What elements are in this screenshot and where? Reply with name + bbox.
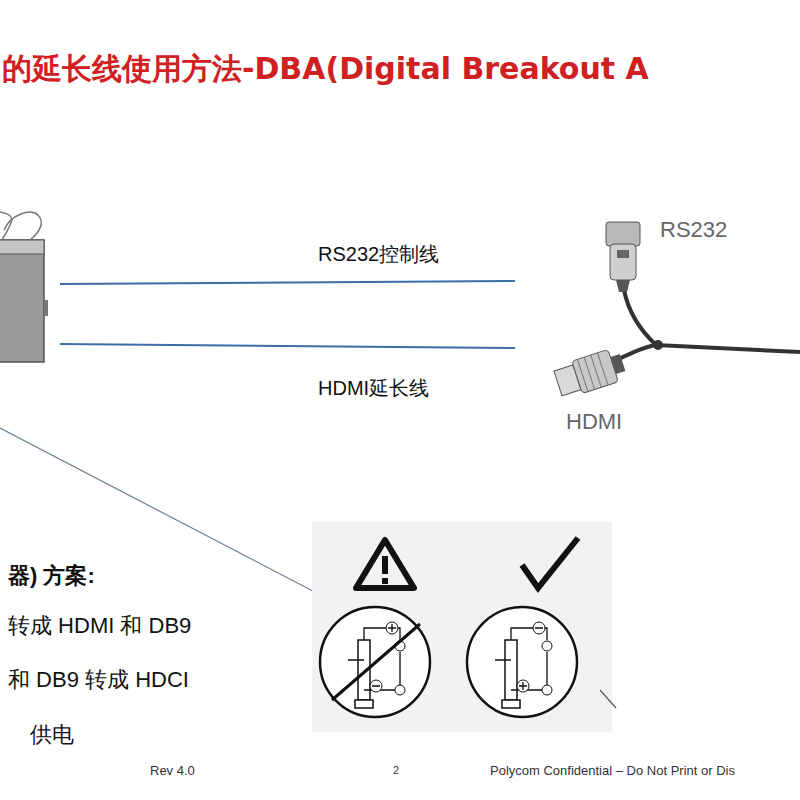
cable-label: HDMI延长线 [318, 377, 429, 400]
connector-label: RS232 [660, 217, 727, 242]
bullet-text: 供电 [30, 722, 74, 747]
hdmi-cable [60, 344, 515, 348]
breakout-cable [553, 222, 800, 400]
bullet-text: 转成 HDMI 和 DB9 [8, 613, 191, 638]
leader-line [0, 428, 330, 600]
polarity-warning [312, 522, 616, 732]
footer-text: Polycom Confidential – Do Not Print or D… [490, 764, 735, 779]
bullet-text: 和 DB9 转成 HDCI [8, 667, 189, 692]
rs232-cable [60, 281, 515, 284]
footer-text: Rev 4.0 [150, 764, 195, 779]
slide-title: 的延长线使用方法-DBA(Digital Breakout A [2, 52, 649, 87]
page-number: 2 [393, 764, 399, 777]
cable-label: RS232控制线 [318, 243, 439, 266]
connector-label: HDMI [566, 409, 622, 434]
heading-text: 器) 方案: [8, 563, 95, 588]
codec-device [0, 212, 48, 362]
